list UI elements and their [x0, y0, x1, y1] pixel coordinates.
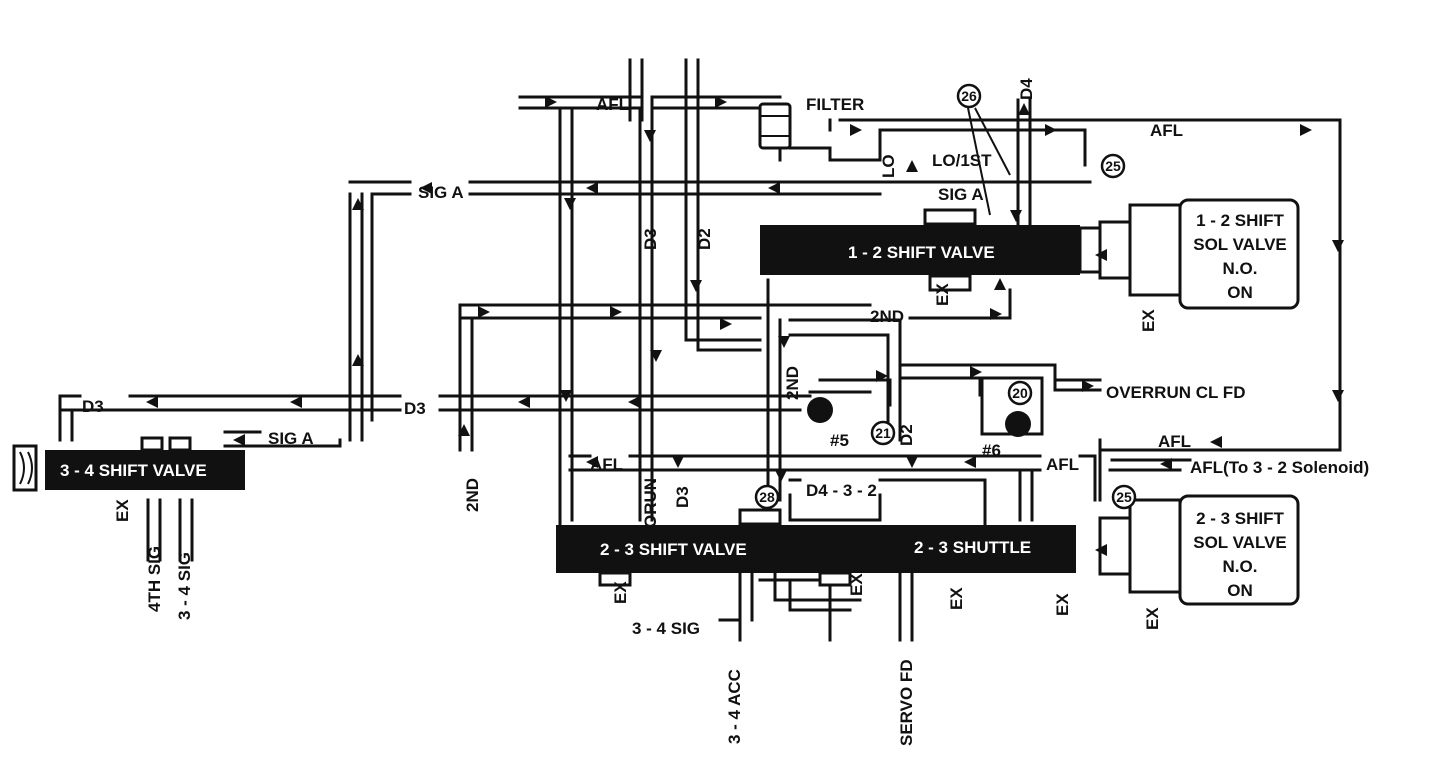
flow-arrows [146, 96, 1344, 556]
label-d3-mid: D3 [404, 399, 426, 418]
callout-20: 20 [1007, 380, 1033, 406]
label-3-4-acc: 3 - 4 ACC [725, 669, 744, 744]
label-afl-top: AFL [596, 95, 629, 114]
callout-26: 26 [956, 83, 1011, 216]
fluid-passages [58, 58, 1342, 642]
filter-icon [758, 102, 792, 150]
label-afl-to-32: AFL(To 3 - 2 Solenoid) [1190, 458, 1369, 477]
valve-2-3-label: 2 - 3 SHIFT VALVE [600, 540, 747, 559]
svg-text:25: 25 [1116, 489, 1132, 505]
label-d2-vertical: D2 [695, 228, 714, 250]
passage-labels: AFL FILTER AFL SIG A SIG A LO/1ST 2ND D3… [82, 78, 1369, 746]
label-ex-23a: EX [611, 581, 630, 604]
label-overrun-cl-fd: OVERRUN CL FD [1106, 383, 1245, 402]
svg-text:21: 21 [875, 425, 891, 441]
svg-text:28: 28 [759, 489, 775, 505]
callout-28: 28 [754, 484, 780, 510]
label-3-4-sig-bottom: 3 - 4 SIG [632, 619, 700, 638]
callout-21: 21 [870, 420, 896, 446]
svg-text:ON: ON [1227, 283, 1253, 302]
label-ex-sol23: EX [1143, 607, 1162, 630]
callout-25-top: 25 [1100, 153, 1126, 179]
label-ex-34: EX [113, 499, 132, 522]
valve-3-4-shift: 3 - 4 SHIFT VALVE [12, 436, 245, 492]
label-d3-left: D3 [82, 397, 104, 416]
label-ex-shuttle-b: EX [1053, 593, 1072, 616]
solenoid-2-3: 2 - 3 SHIFT SOL VALVE N.O. ON [1098, 494, 1300, 606]
svg-text:ON: ON [1227, 581, 1253, 600]
valve-1-2-label: 1 - 2 SHIFT VALVE [848, 243, 995, 262]
svg-text:SOL VALVE: SOL VALVE [1193, 235, 1287, 254]
check-ball-5 [807, 378, 892, 423]
label-d3-vertical: D3 [641, 228, 660, 250]
svg-text:SOL VALVE: SOL VALVE [1193, 533, 1287, 552]
label-afl-right: AFL [1150, 121, 1183, 140]
label-2nd-vertical: 2ND [783, 366, 802, 400]
label-check5: #5 [830, 431, 849, 450]
callout-25-bottom: 25 [1111, 484, 1137, 510]
valve-2-3-shift: 2 - 3 SHIFT VALVE 2 - 3 SHUTTLE [556, 508, 1076, 587]
label-lo-1st: LO/1ST [932, 151, 992, 170]
label-4th-sig: 4TH SIG [145, 546, 164, 612]
label-ex-12: EX [933, 283, 952, 306]
label-servo-fd: SERVO FD [897, 659, 916, 746]
label-d4-vertical: D4 [1017, 78, 1036, 100]
label-d4-3-2: D4 - 3 - 2 [806, 481, 877, 500]
svg-text:2 - 3 SHIFT: 2 - 3 SHIFT [1196, 509, 1284, 528]
label-afl-right-mid: AFL [1046, 455, 1079, 474]
label-ex-23b: EX [847, 573, 866, 596]
svg-text:N.O.: N.O. [1223, 259, 1258, 278]
label-d3-lower: D3 [673, 486, 692, 508]
label-sig-a-top: SIG A [418, 183, 464, 202]
label-d2-lower: D2 [897, 424, 916, 446]
label-filter: FILTER [806, 95, 864, 114]
svg-text:25: 25 [1105, 158, 1121, 174]
label-ex-sol12: EX [1139, 309, 1158, 332]
shuttle-label: 2 - 3 SHUTTLE [914, 538, 1031, 557]
valve-1-2-shift: 1 - 2 SHIFT VALVE [760, 208, 1102, 292]
svg-text:N.O.: N.O. [1223, 557, 1258, 576]
label-afl-upper-right: AFL [1158, 432, 1191, 451]
svg-text:1 - 2 SHIFT: 1 - 2 SHIFT [1196, 211, 1284, 230]
label-2nd-mid: 2ND [870, 307, 904, 326]
label-sig-a-left: SIG A [268, 429, 314, 448]
label-lo-vertical: LO [879, 154, 898, 178]
label-orun: ORUN [641, 478, 660, 528]
svg-text:26: 26 [961, 88, 977, 104]
valve-3-4-label: 3 - 4 SHIFT VALVE [60, 461, 207, 480]
label-ex-shuttle-a: EX [947, 587, 966, 610]
label-sig-a-mid: SIG A [938, 185, 984, 204]
label-2nd-left: 2ND [463, 478, 482, 512]
label-afl-mid: AFL [590, 455, 623, 474]
label-3-4-sig-vertical: 3 - 4 SIG [175, 552, 194, 620]
label-check6: #6 [982, 441, 1001, 460]
solenoid-1-2: 1 - 2 SHIFT SOL VALVE N.O. ON [1098, 198, 1300, 310]
svg-text:20: 20 [1012, 385, 1028, 401]
